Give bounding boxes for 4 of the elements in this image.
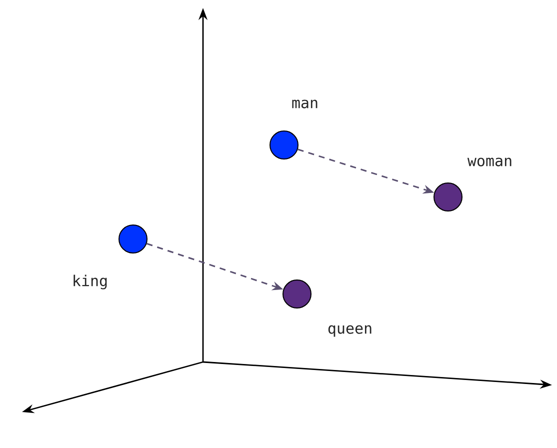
word-label: woman — [467, 158, 512, 166]
word-label: man — [292, 100, 318, 108]
word-label: queen — [328, 325, 372, 337]
word-label: king — [74, 274, 107, 290]
